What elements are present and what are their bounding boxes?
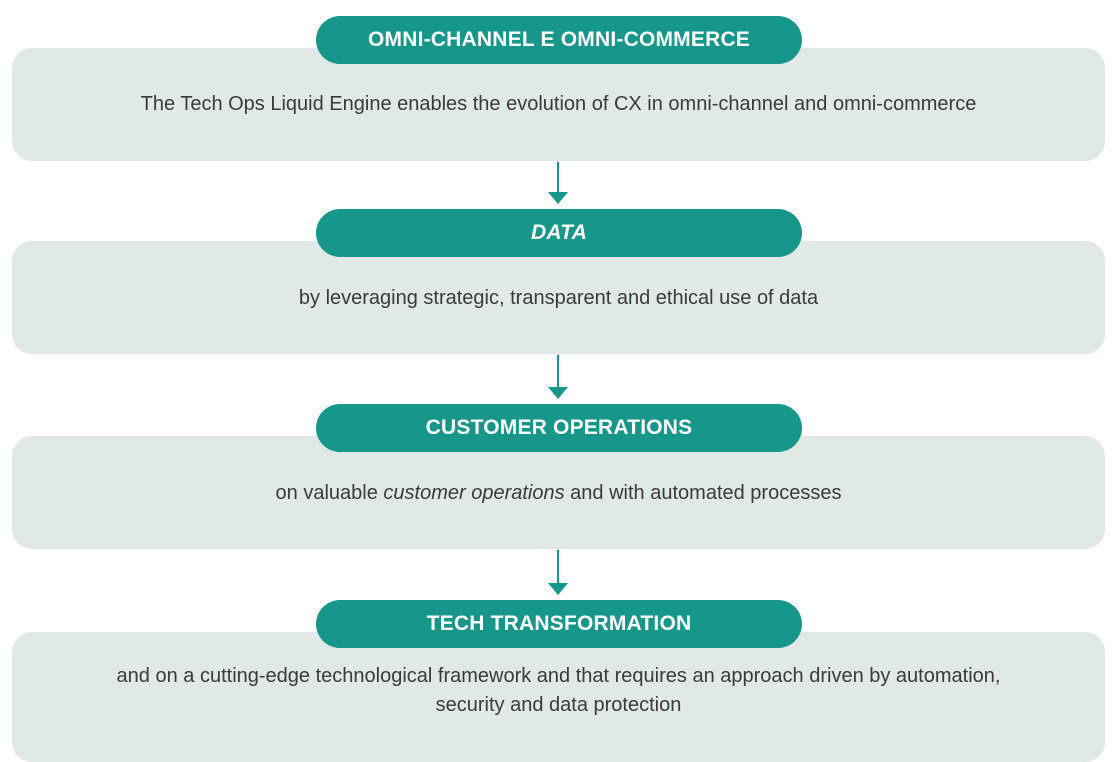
arrow-down-icon <box>548 583 568 595</box>
step-text-omni-channel: The Tech Ops Liquid Engine enables the e… <box>140 92 977 115</box>
step-panel-tech-transformation: and on a cutting-edge technological fram… <box>12 632 1105 762</box>
flow-arrow-3 <box>548 550 568 595</box>
emphasized-text: customer operations <box>383 482 565 504</box>
step-title-data: DATA <box>316 209 802 257</box>
arrow-down-icon <box>548 192 568 204</box>
arrow-down-icon <box>548 387 568 399</box>
step-title-tech-transformation: TECH TRANSFORMATION <box>316 600 802 648</box>
flow-arrow-shaft <box>557 162 559 194</box>
step-panel-omni-channel: The Tech Ops Liquid Engine enables the e… <box>12 48 1105 161</box>
flow-arrow-shaft <box>557 550 559 585</box>
step-text-tech-transformation: and on a cutting-edge technological fram… <box>116 665 1001 716</box>
step-title-customer-operations: CUSTOMER OPERATIONS <box>316 404 802 452</box>
step-text-data: by leveraging strategic, transparent and… <box>298 287 819 309</box>
flow-arrow-1 <box>548 162 568 204</box>
flow-arrow-shaft <box>557 355 559 389</box>
step-text-customer-operations: on valuable customer operations and with… <box>275 482 842 504</box>
step-title-omni-channel: OMNI-CHANNEL E OMNI-COMMERCE <box>316 16 802 64</box>
flow-arrow-2 <box>548 355 568 399</box>
step-panel-customer-operations: on valuable customer operations and with… <box>12 436 1105 549</box>
step-panel-data: by leveraging strategic, transparent and… <box>12 241 1105 354</box>
